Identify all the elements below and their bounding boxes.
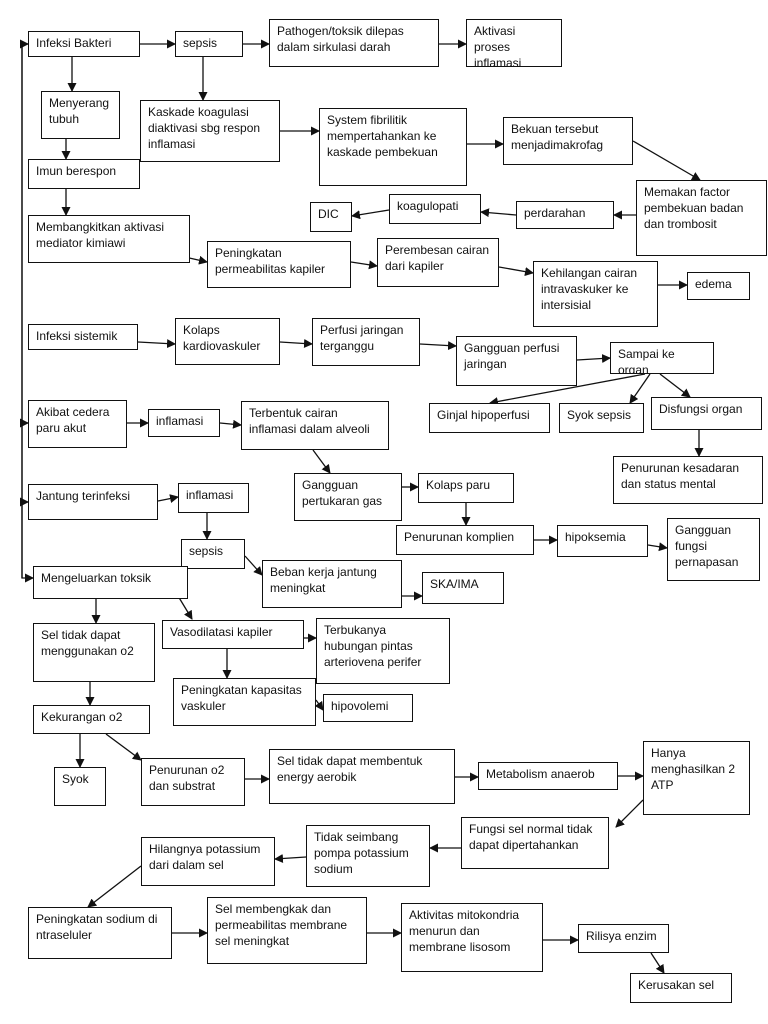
node-penurunan-o2: Penurunan o2 dan substrat xyxy=(141,758,245,806)
node-fungsi-sel: Fungsi sel normal tidak dapat dipertahan… xyxy=(461,817,609,869)
edge-infeksi_sistemik-to-kolaps_kardio xyxy=(137,339,176,349)
node-kolaps-kardio: Kolaps kardiovaskuler xyxy=(175,318,280,365)
edge-inflamasi1-to-terbentuk_cairan xyxy=(219,419,242,429)
edge-terbentuk_cairan-to-gangguan_gas xyxy=(312,449,331,474)
node-pathogen: Pathogen/toksik dilepas dalam sirkulasi … xyxy=(269,19,439,67)
node-kolaps-paru: Kolaps paru xyxy=(418,473,514,503)
node-disfungsi: Disfungsi organ xyxy=(651,397,762,430)
node-ginjal: Ginjal hipoperfusi xyxy=(429,403,550,433)
node-jantung: Jantung terinfeksi xyxy=(28,484,158,520)
edge-peningkatan_kap-to-hipovolemi xyxy=(314,699,324,711)
node-hilangnya: Hilangnya potassium dari dalam sel xyxy=(141,837,275,886)
node-hipoksemia: hipoksemia xyxy=(557,525,648,557)
edge-hilangnya-to-peningkatan_sodium xyxy=(87,865,142,908)
node-tidak-seimbang: Tidak seimbang pompa potassium sodium xyxy=(306,825,430,887)
node-sepsis2: sepsis xyxy=(181,539,245,569)
edge-perfusi_terganggu-to-gangguan_perfusi xyxy=(419,341,457,351)
edge-hanya-to-fungsi_sel xyxy=(615,799,644,828)
node-aktivasi: Aktivasi proses inflamasi xyxy=(466,19,562,67)
node-peningkatan-sodium: Peningkatan sodium di ntraseluler xyxy=(28,907,172,959)
node-hanya: Hanya menghasilkan 2 ATP xyxy=(643,741,750,815)
edge-sepsis2-to-beban xyxy=(244,555,263,576)
node-menyerang: Menyerang tubuh xyxy=(41,91,120,139)
node-kehilangan: Kehilangan cairan intravaskuker ke inter… xyxy=(533,261,658,327)
edge-peningkatan_perm-to-perembesan xyxy=(350,260,378,270)
edge-sampai_organ-to-ginjal xyxy=(489,373,646,406)
edge-kolaps_kardio-to-perfusi_terganggu xyxy=(279,339,313,348)
node-gangguan-perfusi: Gangguan perfusi jaringan xyxy=(456,336,577,386)
node-kaskade: Kaskade koagulasi diaktivasi sbg respon … xyxy=(140,100,280,162)
edge-perdarahan-to-koagulopati xyxy=(480,208,517,218)
node-bekuan: Bekuan tersebut menjadimakrofag xyxy=(503,117,633,165)
node-peningkatan-perm: Peningkatan permeabilitas kapiler xyxy=(207,241,351,288)
node-perfusi-terganggu: Perfusi jaringan terganggu xyxy=(312,318,420,366)
node-sampai-organ: Sampai ke organ xyxy=(610,342,714,374)
node-penurunan-komplien: Penurunan komplien xyxy=(396,525,534,555)
edge-sampai_organ-to-syok_sepsis xyxy=(629,373,651,404)
node-rilisya: Rilisya enzim xyxy=(578,924,669,953)
node-syok-sepsis: Syok sepsis xyxy=(559,403,644,433)
node-infeksi-bakteri: Infeksi Bakteri xyxy=(28,31,140,57)
edge-tidak_seimbang-to-hilangnya xyxy=(274,853,307,863)
edge-koagulopati-to-dic xyxy=(351,209,390,220)
edge-perembesan-to-kehilangan xyxy=(498,266,534,277)
node-perdarahan: perdarahan xyxy=(516,201,614,229)
node-gangguan-fungsi: Gangguan fungsi pernapasan xyxy=(667,518,760,581)
node-hipovolemi: hipovolemi xyxy=(323,694,413,722)
node-kerusakan: Kerusakan sel xyxy=(630,973,732,1003)
node-imun: Imun berespon xyxy=(28,159,140,189)
node-aktivitas-mito: Aktivitas mitokondria menurun dan membra… xyxy=(401,903,543,972)
node-sel-energy: Sel tidak dapat membentuk energy aerobik xyxy=(269,749,455,804)
node-penurunan-kesadaran: Penurunan kesadaran dan status mental xyxy=(613,456,763,504)
node-gangguan-gas: Gangguan pertukaran gas xyxy=(294,473,402,521)
node-inflamasi2: inflamasi xyxy=(178,483,249,513)
node-memakan: Memakan factor pembekuan badan dan tromb… xyxy=(636,180,767,256)
edge-rilisya-to-kerusakan xyxy=(650,952,665,974)
edge-kekurangan-to-penurunan_o2 xyxy=(105,733,142,761)
node-sepsis1: sepsis xyxy=(175,31,243,57)
node-syok: Syok xyxy=(54,767,106,806)
node-ska: SKA/IMA xyxy=(422,572,504,604)
node-terbukanya: Terbukanya hubungan pintas arteriovena p… xyxy=(316,618,450,684)
edge-sampai_organ-to-disfungsi xyxy=(659,373,691,398)
edge-gangguan_perfusi-to-sampai_organ xyxy=(576,353,611,363)
node-perembesan: Perembesan cairan dari kapiler xyxy=(377,238,499,287)
node-koagulopati: koagulopati xyxy=(389,194,481,224)
node-sel-tidak-o2: Sel tidak dapat menggunakan o2 xyxy=(33,623,155,682)
node-inflamasi1: inflamasi xyxy=(148,409,220,437)
node-beban: Beban kerja jantung meningkat xyxy=(262,560,402,608)
node-metabolism: Metabolism anaerob xyxy=(478,762,618,790)
node-terbentuk-cairan: Terbentuk cairan inflamasi dalam alveoli xyxy=(241,401,389,450)
node-peningkatan-kap: Peningkatan kapasitas vaskuler xyxy=(173,678,316,726)
node-kekurangan: Kekurangan o2 xyxy=(33,705,150,734)
edge-bekuan-to-memakan xyxy=(632,140,701,181)
node-vasodilatasi: Vasodilatasi kapiler xyxy=(162,620,304,649)
node-infeksi-sistemik: Infeksi sistemik xyxy=(28,324,138,350)
node-akibat-cedera: Akibat cedera paru akut xyxy=(28,400,127,448)
node-edema: edema xyxy=(687,272,750,300)
node-fibrilitik: System fibrilitik mempertahankan ke kask… xyxy=(319,108,467,186)
node-sel-membengkak: Sel membengkak dan permeabilitas membran… xyxy=(207,897,367,964)
node-dic: DIC xyxy=(310,202,352,232)
edge-jantung-to-inflamasi2 xyxy=(157,494,179,503)
node-mengeluarkan: Mengeluarkan toksik xyxy=(33,566,188,599)
edge-hipoksemia-to-gangguan_fungsi xyxy=(647,542,668,552)
node-membangkitkan: Membangkitkan aktivasi mediator kimiawi xyxy=(28,215,190,263)
